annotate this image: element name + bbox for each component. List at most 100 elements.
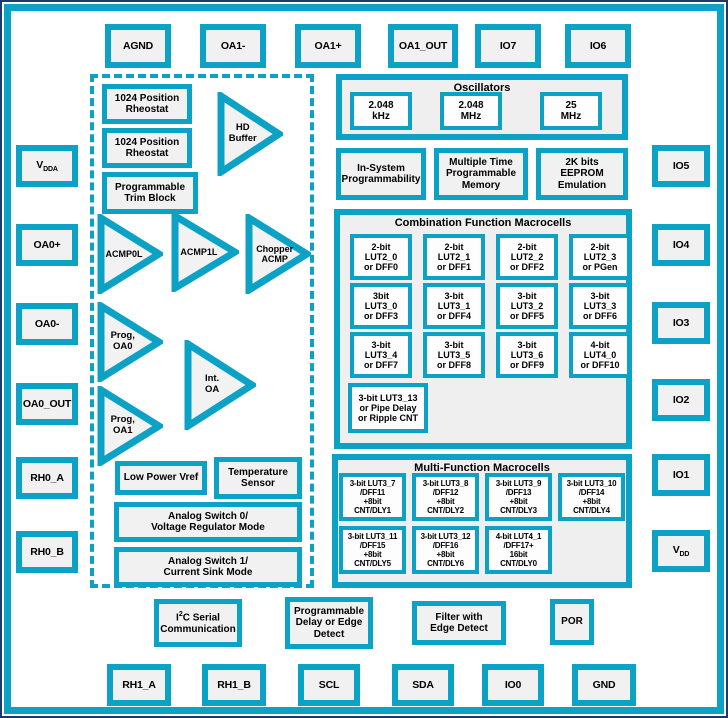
macrocell-lut2-3: 2-bit LUT2_3 or PGen [569, 234, 631, 280]
acmp0l-triangle: ACMP0L [97, 214, 163, 294]
macrocell-lut3-3: 3-bit LUT3_3 or DFF6 [569, 283, 631, 329]
triangle-shape [184, 340, 256, 430]
block-label: Low Power Vref [123, 472, 199, 484]
osc-2048mhz-block: 2.048 MHz [440, 92, 502, 130]
block-label: I2C Serial Communication [160, 610, 236, 635]
cell-label: 3-bit LUT3_8 /DFF12 +8bit CNT/DLY2 [422, 478, 469, 516]
pin-vdda: VDDA [16, 145, 78, 187]
block-label: Filter with Edge Detect [430, 611, 488, 635]
triangle-shape [245, 214, 311, 294]
macrocell-lut2-1: 2-bit LUT2_1 or DFF1 [423, 234, 485, 280]
pin-label: SCL [318, 679, 340, 691]
triangle-label: ACMP0L [105, 248, 143, 259]
mf-macrocell-lut3-12: 3-bit LUT3_12 /DFF16 +8bit CNT/DLY6 [412, 526, 479, 574]
eeprom-emulation-block: 2K bits EEPROM Emulation [536, 148, 628, 200]
pin-label: OA0- [34, 318, 60, 330]
pin-label: OA1+ [314, 40, 342, 52]
block-label: Analog Switch 1/ Current Sink Mode [163, 555, 253, 579]
macrocell-lut3-1: 3-bit LUT3_1 or DFF4 [423, 283, 485, 329]
pin-gnd: GND [572, 664, 636, 706]
cell-label: 3-bit LUT3_5 or DFF8 [436, 339, 471, 371]
pin-label: IO5 [672, 160, 690, 172]
pin-io5: IO5 [652, 145, 710, 187]
multifunction-title: Multi-Function Macrocells [414, 462, 550, 474]
por-block: POR [550, 599, 594, 645]
block-label: Analog Switch 0/ Voltage Regulator Mode [151, 510, 265, 534]
pin-scl: SCL [298, 664, 360, 706]
block-label: In-System Programmability [341, 162, 421, 186]
int-oa-triangle: Int. OA [184, 340, 256, 430]
triangle-label: Prog, OA1 [110, 414, 135, 436]
triangle-label: HD Buffer [228, 122, 257, 144]
pin-label: IO7 [499, 40, 517, 52]
macrocell-lut3-4: 3-bit LUT3_4 or DFF7 [350, 332, 412, 378]
pin-label: RH1_A [122, 679, 156, 691]
rheostat-1-block: 1024 Position Rheostat [102, 84, 192, 124]
macrocell-lut3-0: 3bit LUT3_0 or DFF3 [350, 283, 412, 329]
cell-label: 3-bit LUT3_1 or DFF4 [436, 290, 471, 322]
pin-label: IO1 [672, 469, 690, 481]
pin-oa0-plus: OA0+ [16, 224, 78, 266]
acmp1l-triangle: ACMP1L [171, 212, 239, 292]
block-label: 2K bits EEPROM Emulation [557, 156, 607, 191]
chopper-acmp-triangle: Chopper ACMP [245, 214, 311, 294]
macrocell-lut3-6: 3-bit LUT3_6 or DFF9 [496, 332, 558, 378]
low-power-vref-block: Low Power Vref [115, 461, 207, 495]
combination-title: Combination Function Macrocells [394, 217, 572, 229]
pin-oa0-out: OA0_OUT [16, 383, 78, 425]
pin-io0: IO0 [482, 664, 544, 706]
triangle-shape [217, 92, 283, 176]
cell-label: 4-bit LUT4_0 or DFF10 [580, 339, 620, 371]
pin-label: RH0_A [30, 472, 64, 484]
pin-io2: IO2 [652, 379, 710, 421]
triangle-shape [171, 212, 239, 292]
macrocell-lut3-2: 3-bit LUT3_2 or DFF5 [496, 283, 558, 329]
in-system-programmability-block: In-System Programmability [336, 148, 426, 200]
filter-edge-detect-block: Filter with Edge Detect [412, 601, 506, 645]
cell-label: 3-bit LUT3_12 /DFF16 +8bit CNT/DLY6 [420, 531, 471, 569]
block-label: Programmable Trim Block [114, 181, 186, 205]
pin-rh1-b: RH1_B [202, 664, 266, 706]
cell-label: 3-bit LUT3_7 /DFF11 +8bit CNT/DLY1 [349, 478, 396, 516]
triangle-label: Int. OA [204, 373, 220, 395]
pin-io1: IO1 [652, 454, 710, 496]
cell-label: 3-bit LUT3_4 or DFF7 [363, 339, 398, 371]
cell-label: 4-bit LUT4_1 /DFF17+ 16bit CNT/DLY0 [495, 531, 542, 569]
block-label: 1024 Position Rheostat [114, 92, 180, 116]
mtp-memory-block: Multiple Time Programmable Memory [434, 148, 528, 200]
analog-switch-1-block: Analog Switch 1/ Current Sink Mode [114, 547, 302, 587]
cell-label: 2-bit LUT2_3 or PGen [582, 241, 618, 273]
prog-oa0-triangle: Prog, OA0 [97, 302, 163, 382]
block-label: Programmable Delay or Edge Detect [293, 605, 365, 640]
i2c-serial-block: I2C Serial Communication [154, 599, 242, 647]
cell-label: 2-bit LUT2_1 or DFF1 [436, 241, 471, 273]
cell-label: 3-bit LUT3_9 /DFF13 +8bit CNT/DLY3 [495, 478, 542, 516]
triangle-shape [97, 302, 163, 382]
pin-label: OA1- [220, 40, 246, 52]
block-label: 25 MHz [560, 99, 582, 122]
rheostat-2-block: 1024 Position Rheostat [102, 128, 192, 168]
mf-macrocell-lut4-1: 4-bit LUT4_1 /DFF17+ 16bit CNT/DLY0 [485, 526, 552, 574]
block-label: Multiple Time Programmable Memory [445, 156, 517, 191]
cell-label: 3-bit LUT3_10 /DFF14 +8bit CNT/DLY4 [566, 478, 617, 516]
pin-io3: IO3 [652, 302, 710, 344]
hd-buffer-triangle: HD Buffer [217, 92, 283, 176]
cell-label: 3-bit LUT3_2 or DFF5 [509, 290, 544, 322]
pin-sda: SDA [392, 664, 454, 706]
pin-oa0-minus: OA0- [16, 303, 78, 345]
analog-switch-0-block: Analog Switch 0/ Voltage Regulator Mode [114, 502, 302, 542]
oscillators-title: Oscillators [453, 82, 511, 94]
pin-label: OA0_OUT [22, 398, 72, 410]
mf-macrocell-lut3-8: 3-bit LUT3_8 /DFF12 +8bit CNT/DLY2 [412, 473, 479, 521]
pin-label: RH1_B [217, 679, 251, 691]
pin-label: GND [592, 679, 616, 691]
osc-2048khz-block: 2.048 kHz [350, 92, 412, 130]
pin-label: SDA [412, 679, 434, 691]
cell-label: 2-bit LUT2_0 or DFF0 [363, 241, 398, 273]
macrocell-lut3-13: 3-bit LUT3_13 or Pipe Delay or Ripple CN… [348, 383, 428, 433]
pin-label: OA1_OUT [398, 40, 448, 52]
pin-vdd: VDD [652, 530, 710, 572]
pin-label: IO6 [589, 40, 607, 52]
triangle-label: Chopper ACMP [256, 243, 294, 264]
